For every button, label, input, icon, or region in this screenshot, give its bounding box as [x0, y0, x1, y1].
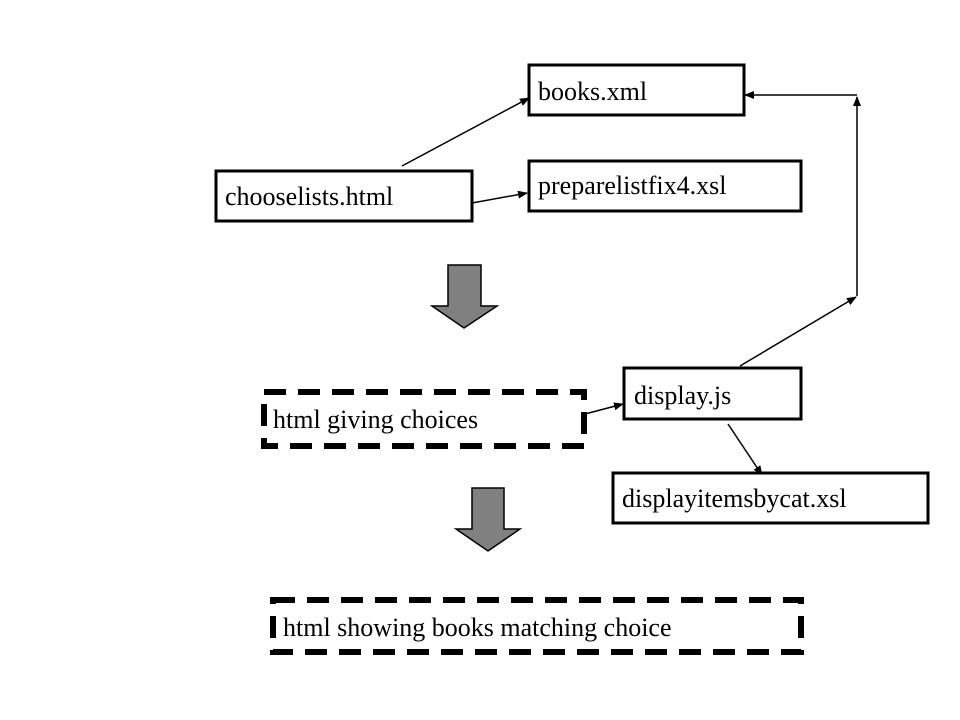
node-preparelist-xsl-label: preparelistfix4.xsl [538, 171, 726, 200]
connector-chooselists-to-books [401, 97, 530, 167]
node-chooselists-html-label: chooselists.html [225, 182, 393, 211]
node-display-js: display.js [622, 366, 803, 421]
node-chooselists-html: chooselists.html [214, 169, 474, 223]
node-preparelist-xsl: preparelistfix4.xsl [527, 159, 803, 213]
node-html-choices-label: html giving choices [273, 405, 478, 434]
connector-display-to-displayitems [727, 423, 763, 476]
node-html-choices: html giving choices [261, 389, 587, 449]
process-arrow-down-2 [453, 487, 523, 552]
connector-choices-to-display [584, 402, 624, 415]
node-displayitems-xsl-label: displayitemsbycat.xsl [622, 484, 847, 513]
node-books-xml-label: books.xml [538, 77, 647, 106]
connector-chooselists-to-preparelist [471, 190, 528, 204]
node-html-result: html showing books matching choice [270, 597, 804, 655]
node-display-js-label: display.js [634, 381, 731, 410]
node-html-result-label: html showing books matching choice [283, 613, 672, 642]
process-arrow-down-1 [429, 264, 500, 329]
connector-display-to-corner [739, 296, 857, 367]
node-books-xml: books.xml [527, 63, 746, 117]
node-displayitems-xsl: displayitemsbycat.xsl [611, 471, 930, 525]
